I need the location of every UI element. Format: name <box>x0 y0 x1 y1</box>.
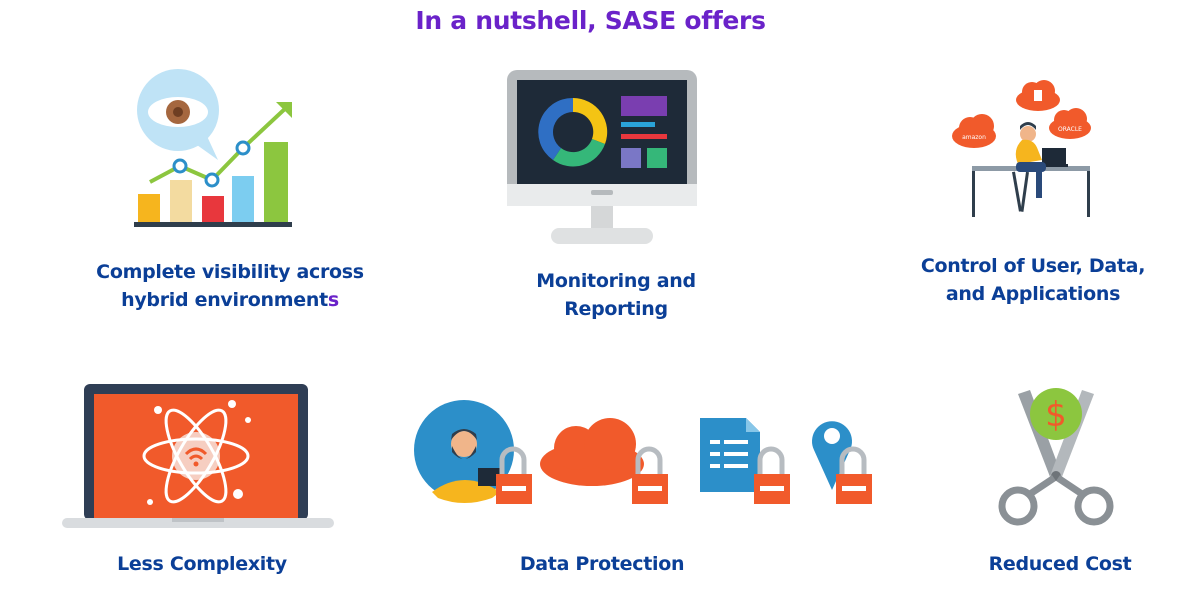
page-title: In a nutshell, SASE offers <box>415 6 766 35</box>
feature-protection-caption: Data Protection <box>519 553 685 575</box>
feature-monitoring-caption: Monitoring and Reporting <box>536 270 696 320</box>
scissors-dollar-icon: $ <box>998 388 1114 526</box>
svg-text:amazon: amazon <box>962 134 986 141</box>
lock-icon-1 <box>496 446 532 504</box>
cloud-icon-amazon: amazon <box>952 114 996 148</box>
lock-icon-3 <box>754 446 790 504</box>
cloud-icon <box>540 418 644 486</box>
svg-text:ORACLE: ORACLE <box>1058 126 1082 133</box>
user-cloud-apps-icon: amazon ORACLE <box>952 80 1091 217</box>
lock-icon-2 <box>632 446 668 504</box>
user-avatar-icon <box>414 400 514 503</box>
feature-control-caption: Control of User, Data, and Applications <box>920 255 1146 305</box>
feature-cost-caption: Reduced Cost <box>988 553 1132 575</box>
cloud-icon-office <box>1016 80 1060 111</box>
location-pin-icon <box>812 421 852 490</box>
monitor-dashboard-icon <box>507 70 697 244</box>
svg-text:$: $ <box>1045 395 1067 435</box>
feature-complexity-caption: Less Complexity <box>117 553 287 575</box>
laptop-atom-icon <box>62 384 334 528</box>
cloud-icon-oracle: ORACLE <box>1049 108 1091 139</box>
feature-visibility-caption: Complete visibility across hybrid enviro… <box>96 261 364 311</box>
document-icon <box>700 418 760 492</box>
locked-data-icon <box>414 400 872 504</box>
lock-icon-4 <box>836 446 872 504</box>
visibility-chart-icon <box>134 69 292 227</box>
